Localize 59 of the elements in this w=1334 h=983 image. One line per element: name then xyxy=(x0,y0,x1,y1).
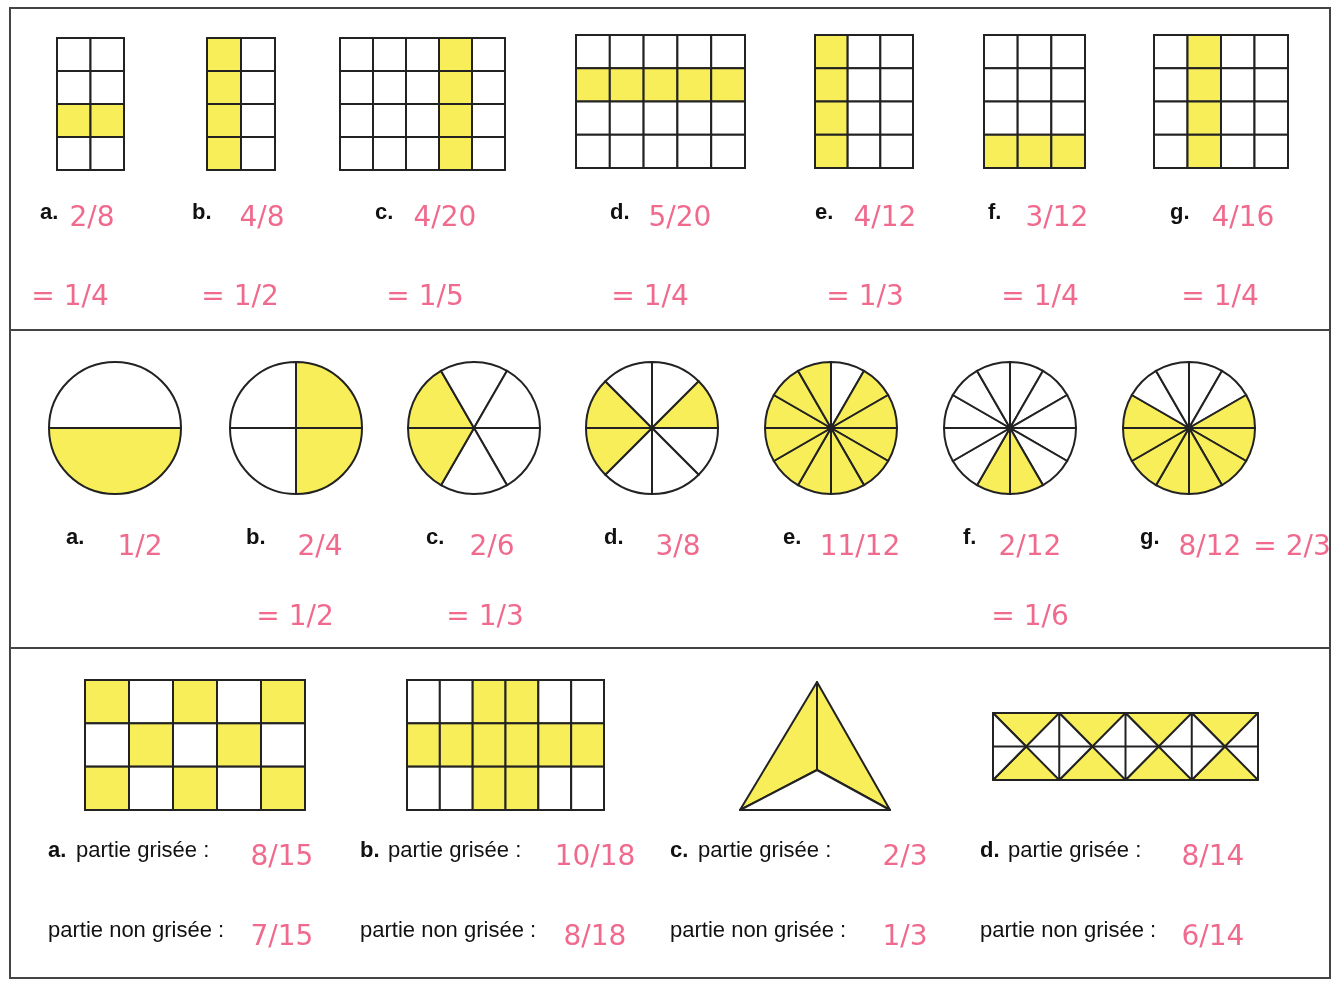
item-letter: a. xyxy=(48,837,67,863)
answer-fraction: = 2/3 xyxy=(1253,528,1331,562)
prompt-text: partie grisée : xyxy=(388,837,522,863)
item-letter: e. xyxy=(783,524,802,550)
item-letter: c. xyxy=(670,837,689,863)
answer-fraction: = 1/2 xyxy=(256,598,334,632)
item-letter: g. xyxy=(1170,199,1190,225)
item-letter: f. xyxy=(988,199,1002,225)
answer-fraction: 1/2 xyxy=(117,528,163,562)
prompt-text: partie non grisée : xyxy=(980,917,1157,943)
answer-fraction: 2/3 xyxy=(882,838,928,872)
answer-fraction: 2/6 xyxy=(469,528,515,562)
answer-fraction: 4/20 xyxy=(413,199,477,233)
answer-fraction: = 1/3 xyxy=(826,278,904,312)
item-letter: d. xyxy=(980,837,1000,863)
answer-fraction: 8/14 xyxy=(1181,838,1245,872)
item-letter: b. xyxy=(192,199,212,225)
prompt-text: partie non grisée : xyxy=(48,917,225,943)
answer-fraction: = 1/4 xyxy=(1001,278,1079,312)
answer-fraction: 3/12 xyxy=(1025,199,1089,233)
answer-fraction: = 1/3 xyxy=(446,598,524,632)
answer-fraction: = 1/4 xyxy=(1181,278,1259,312)
answer-fraction: 3/8 xyxy=(655,528,701,562)
answer-fraction: = 1/5 xyxy=(386,278,464,312)
item-letter: c. xyxy=(426,524,445,550)
answer-fraction: 6/14 xyxy=(1181,918,1245,952)
answer-fraction: 2/4 xyxy=(297,528,343,562)
prompt-text: partie grisée : xyxy=(76,837,210,863)
prompt-text: partie non grisée : xyxy=(670,917,847,943)
item-letter: f. xyxy=(963,524,977,550)
item-letter: a. xyxy=(40,199,59,225)
item-letter: c. xyxy=(375,199,394,225)
answer-fraction: 5/20 xyxy=(648,199,712,233)
item-letter: d. xyxy=(604,524,624,550)
answer-fraction: 2/8 xyxy=(69,199,115,233)
answer-fraction: 4/12 xyxy=(853,199,917,233)
prompt-text: partie non grisée : xyxy=(360,917,537,943)
answer-fraction: 2/12 xyxy=(998,528,1062,562)
item-letter: g. xyxy=(1140,524,1160,550)
answer-fraction: = 1/4 xyxy=(611,278,689,312)
answer-fraction: 10/18 xyxy=(554,838,636,872)
prompt-text: partie grisée : xyxy=(1008,837,1142,863)
answer-fraction: 8/12 xyxy=(1178,528,1242,562)
answer-fraction: 1/3 xyxy=(882,918,928,952)
item-letter: b. xyxy=(246,524,266,550)
item-letter: a. xyxy=(66,524,85,550)
answer-fraction: 8/18 xyxy=(563,918,627,952)
answer-fraction: 8/15 xyxy=(250,838,314,872)
answer-fraction: 11/12 xyxy=(819,528,901,562)
item-letter: e. xyxy=(815,199,834,225)
answer-fraction: 4/8 xyxy=(239,199,285,233)
item-letter: b. xyxy=(360,837,380,863)
answer-fraction: = 1/4 xyxy=(31,278,109,312)
answer-fraction: 4/16 xyxy=(1211,199,1275,233)
prompt-text: partie grisée : xyxy=(698,837,832,863)
answer-fraction: 7/15 xyxy=(250,918,314,952)
answer-fraction: = 1/6 xyxy=(991,598,1069,632)
item-letter: d. xyxy=(610,199,630,225)
answer-fraction: = 1/2 xyxy=(201,278,279,312)
